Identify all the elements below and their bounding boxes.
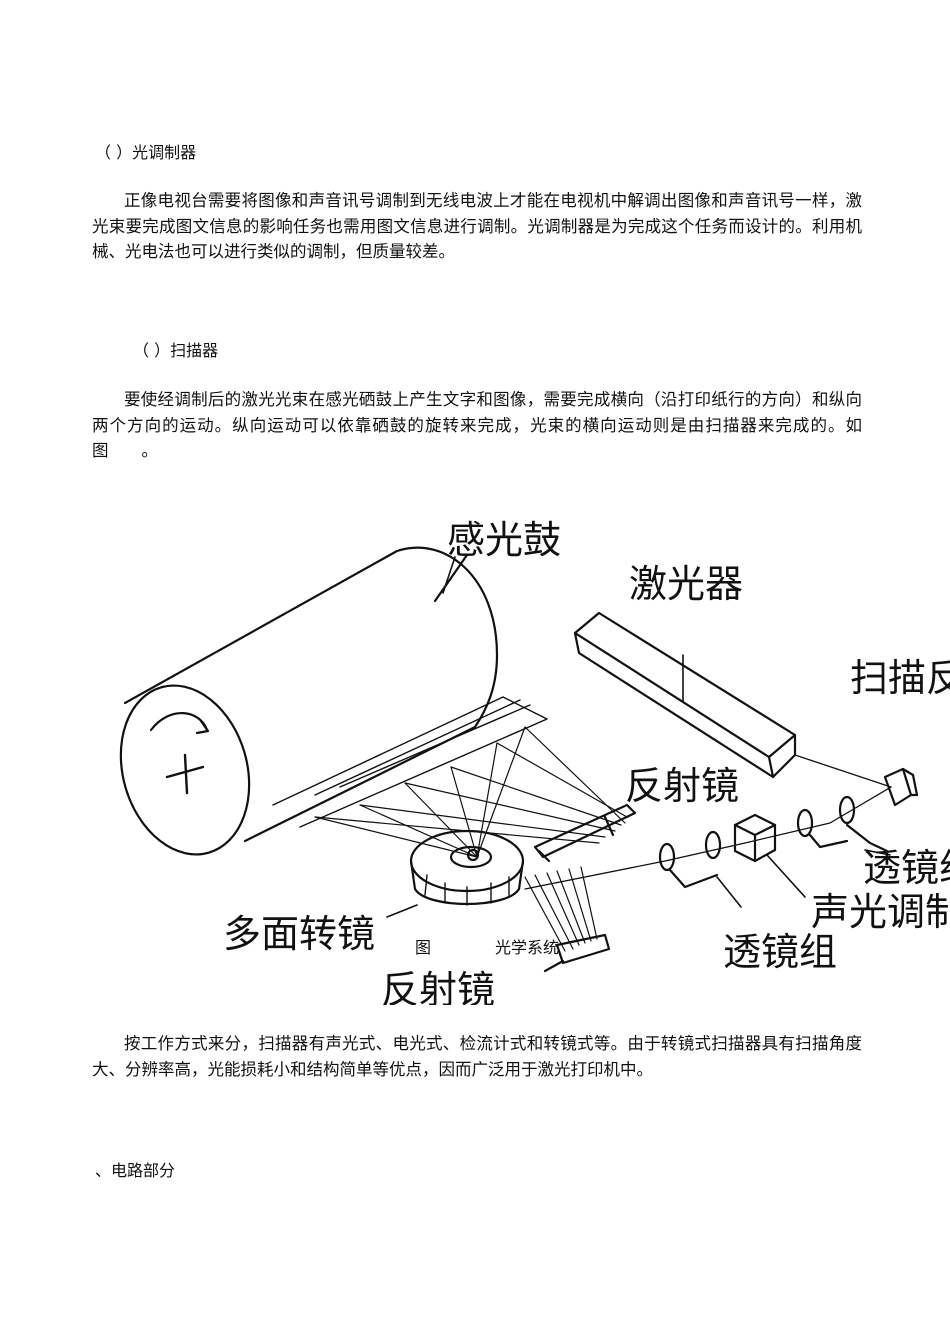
label-reflector-top: 反射镜 (625, 764, 739, 808)
drum-exposure-area (272, 696, 548, 828)
figure-caption-fig: 图 (415, 938, 431, 957)
label-leader-lines (442, 556, 891, 856)
lens-group-right (796, 795, 889, 853)
reflector-mirror-bottom (524, 866, 611, 973)
laser-beam (524, 754, 892, 890)
optical-system-figure: 感光鼓 激光器 扫描反 反射镜 透镜组 声光调制 透镜组 多面转镜 反射镜 图 … (119, 518, 950, 1005)
label-polygon-mirror: 多面转镜 (223, 912, 375, 956)
paragraph-scanner: 要使经调制后的激光光束在感光硒鼓上产生文字和图像，需要完成横向（沿打印纸行的方向… (92, 390, 862, 460)
figure-caption-title: 光学系统 (495, 938, 559, 957)
label-acousto-modulator: 声光调制 (811, 890, 950, 934)
lens-group-bottom (658, 830, 742, 908)
section-heading-light-modulator: （ ）光调制器 (95, 143, 197, 162)
section-heading-circuit: 、电路部分 (95, 1161, 176, 1180)
scan-beam-fan (314, 726, 628, 858)
label-laser: 激光器 (629, 562, 743, 606)
reflector-mirror-top (533, 803, 637, 863)
polygon-mirror (386, 829, 525, 918)
scan-mirror (883, 767, 919, 807)
section-heading-scanner: （ ）扫描器 (133, 341, 219, 360)
paragraph-scanner-types: 按工作方式来分，扫描器有声光式、电光式、检流计式和转镜式等。由于转镜式扫描器具有… (92, 1034, 862, 1079)
label-lens-group-bottom: 透镜组 (723, 930, 837, 974)
label-drum: 感光鼓 (447, 518, 561, 562)
paragraph-light-modulator: 正像电视台需要将图像和声音讯号调制到无线电波上才能在电视机中解调出图像和声音讯号… (92, 191, 862, 261)
laser-unit (573, 611, 797, 779)
acousto-optic-modulator (733, 813, 806, 898)
label-reflector-bottom: 反射镜 (381, 968, 495, 1005)
label-scan-mirror: 扫描反 (850, 656, 950, 700)
photosensitive-drum (119, 546, 499, 856)
label-lens-group-right: 透镜组 (863, 846, 950, 890)
